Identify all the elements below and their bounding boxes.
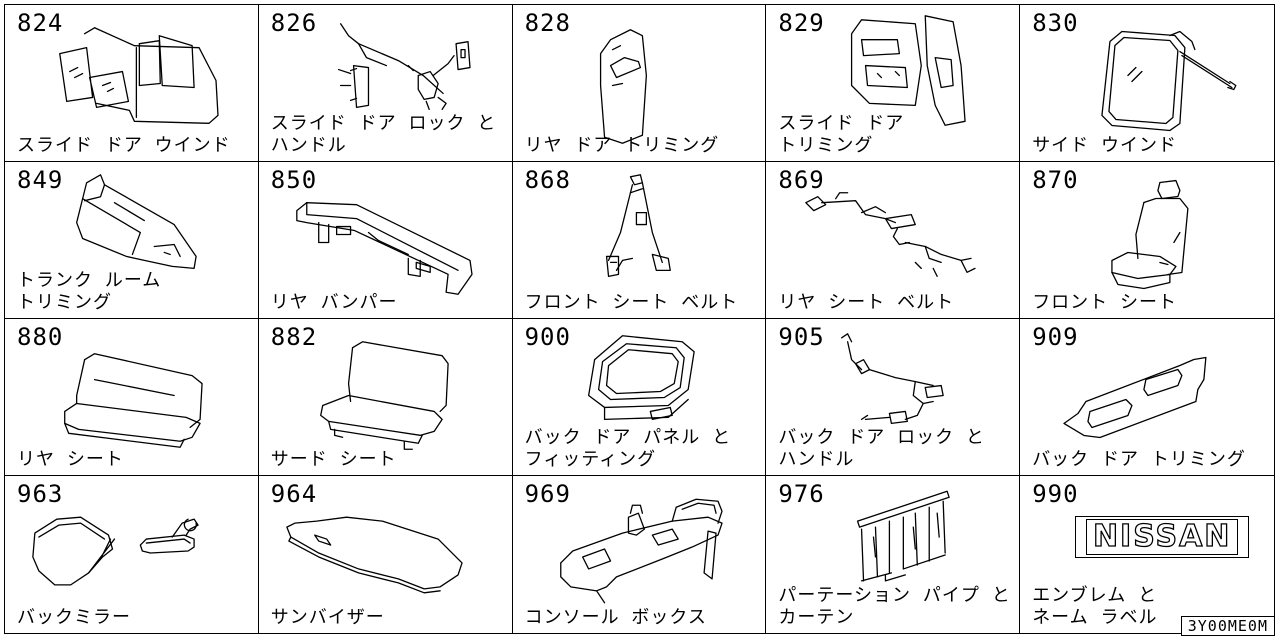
part-label: リヤ シート ベルト [778, 292, 955, 313]
part-category-868[interactable]: 868 フロント シート ベルト [512, 162, 767, 319]
part-category-850[interactable]: 850 リヤ バンパー [258, 162, 513, 319]
part-code: 869 [778, 166, 825, 194]
part-category-905[interactable]: 905 バック ドア ロック と ハンドル [766, 319, 1021, 476]
partition-pipe-curtain-icon [766, 476, 1019, 633]
part-code: 850 [270, 166, 318, 194]
rear-seat-belt-icon [766, 162, 1019, 318]
part-category-826[interactable]: 826 スライド ドア ロック と ハンドル [258, 5, 513, 162]
part-code: 828 [524, 9, 571, 37]
part-code: 900 [524, 323, 571, 351]
part-label: スライド ドア トリミング [778, 113, 905, 156]
part-category-828[interactable]: 828 リヤ ドア トリミング [512, 5, 767, 162]
logo-text: NISSAN [1085, 519, 1239, 555]
part-category-849[interactable]: 849 トランク ルーム トリミング [5, 162, 259, 319]
part-category-963[interactable]: 963 バックミラー [5, 476, 259, 633]
part-label: エンブレム と ネーム ラベル [1032, 585, 1158, 628]
part-code: 909 [1032, 323, 1079, 351]
part-label: フロント シート ベルト [524, 292, 739, 313]
part-code: 882 [270, 323, 318, 351]
third-seat-icon [259, 319, 512, 475]
part-code: 976 [778, 480, 825, 508]
part-code: 830 [1032, 9, 1079, 37]
part-category-880[interactable]: 880 リヤ シート [5, 319, 259, 476]
part-category-882[interactable]: 882 サード シート [258, 319, 513, 476]
part-category-830[interactable]: 830 サイド ウインド [1020, 5, 1274, 162]
part-category-869[interactable]: 869 リヤ シート ベルト [766, 162, 1021, 319]
part-label: リヤ ドア トリミング [524, 135, 720, 156]
part-code: 990 [1032, 480, 1079, 508]
part-label: フロント シート [1032, 292, 1178, 313]
part-category-900[interactable]: 900 バック ドア パネル と フィッティング [512, 319, 767, 476]
part-code: 880 [17, 323, 64, 351]
trunk-room-trim-icon [5, 162, 258, 318]
part-category-824[interactable]: 824 スライド ドア ウインド [5, 5, 259, 162]
rear-seat-icon [5, 319, 258, 475]
part-code: 826 [270, 9, 318, 37]
slide-door-window-icon [5, 5, 258, 161]
part-code: 963 [17, 480, 64, 508]
part-label: バック ドア ロック と ハンドル [778, 427, 985, 470]
parts-category-grid: 824 スライド ドア ウインド 826 スライド ドア ロック と ハンドル 828 リ… [4, 4, 1275, 634]
part-code: 870 [1032, 166, 1079, 194]
front-seat-belt-icon [513, 162, 766, 318]
part-code: 849 [17, 166, 64, 194]
part-label: サード シート [270, 449, 397, 470]
part-code: 905 [778, 323, 825, 351]
part-code: 969 [524, 480, 571, 508]
part-label: バックミラー [17, 607, 131, 628]
part-label: トランク ルーム トリミング [17, 270, 162, 313]
back-door-panel-icon [513, 319, 766, 475]
part-code: 964 [270, 480, 318, 508]
part-category-969[interactable]: 969 コンソール ボックス [513, 476, 767, 633]
nissan-logo: NISSAN [1075, 516, 1250, 558]
part-label: バック ドア パネル と フィッティング [524, 427, 732, 470]
part-code: 824 [17, 9, 64, 37]
part-category-976[interactable]: 976 パーテーション パイプ と カーテン [766, 476, 1021, 633]
part-category-829[interactable]: 829 スライド ドア トリミング [766, 5, 1021, 162]
rear-bumper-icon [259, 162, 512, 318]
rear-door-trim-icon [513, 5, 766, 161]
part-label: リヤ シート [17, 449, 124, 470]
part-category-909[interactable]: 909 バック ドア トリミング [1020, 319, 1274, 476]
part-category-870[interactable]: 870 フロント シート [1020, 162, 1274, 319]
part-label: コンソール ボックス [524, 607, 707, 628]
side-window-icon [1020, 5, 1274, 161]
back-door-trim-icon [1020, 319, 1274, 475]
part-label: サンバイザー [270, 607, 385, 628]
sun-visor-icon [259, 476, 512, 633]
part-label: スライド ドア ロック と ハンドル [270, 113, 497, 156]
part-category-964[interactable]: 964 サンバイザー [259, 476, 513, 633]
part-label: サイド ウインド [1032, 135, 1178, 156]
console-box-icon [513, 476, 766, 633]
slide-door-trim-icon [766, 5, 1019, 161]
reference-code: 3Y00ME0M [1180, 616, 1275, 636]
part-label: リヤ バンパー [270, 292, 398, 313]
rear-view-mirror-icon [5, 476, 258, 633]
front-seat-icon [1020, 162, 1274, 318]
part-label: スライド ドア ウインド [17, 135, 231, 156]
part-label: パーテーション パイプ と カーテン [778, 585, 1011, 628]
part-code: 868 [524, 166, 571, 194]
part-label: バック ドア トリミング [1032, 449, 1246, 470]
slide-door-lock-handle-icon [259, 5, 512, 161]
back-door-lock-icon [766, 319, 1019, 475]
part-code: 829 [778, 9, 825, 37]
